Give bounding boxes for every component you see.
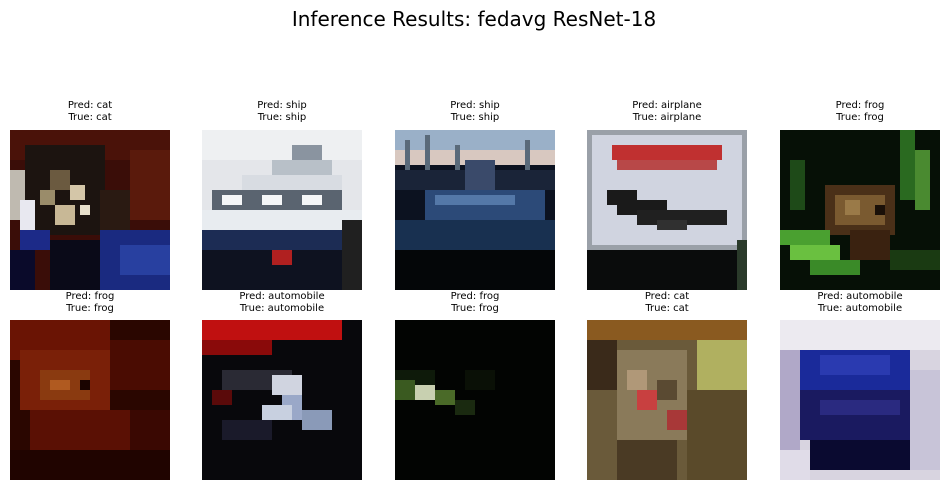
pred-label: Pred: frog xyxy=(835,100,885,111)
sample-caption: Pred: ship True: ship xyxy=(375,100,575,124)
ship-image xyxy=(395,130,555,290)
cat-image xyxy=(587,320,747,480)
true-label: True: airplane xyxy=(632,112,702,123)
pred-label: Pred: frog xyxy=(450,291,500,302)
sample-caption: Pred: cat True: cat xyxy=(567,291,767,315)
true-label: True: ship xyxy=(257,112,307,123)
true-label: True: frog xyxy=(451,303,499,314)
figure-title: Inference Results: fedavg ResNet-18 xyxy=(291,7,657,31)
pred-label: Pred: ship xyxy=(257,100,307,111)
pred-label: Pred: ship xyxy=(450,100,500,111)
cat-image xyxy=(10,130,170,290)
frog-image xyxy=(395,320,555,480)
airplane-image xyxy=(587,130,747,290)
sample-caption: Pred: frog True: frog xyxy=(0,291,190,315)
sample-caption: Pred: ship True: ship xyxy=(182,100,382,124)
sample-caption: Pred: frog True: frog xyxy=(760,100,948,124)
automobile-image xyxy=(202,320,362,480)
true-label: True: frog xyxy=(836,112,884,123)
sample-caption: Pred: cat True: cat xyxy=(0,100,190,124)
pred-label: Pred: automobile xyxy=(817,291,903,302)
sample-caption: Pred: frog True: frog xyxy=(375,291,575,315)
pred-label: Pred: cat xyxy=(67,100,113,111)
automobile-image xyxy=(780,320,940,480)
pred-label: Pred: automobile xyxy=(239,291,325,302)
sample-caption: Pred: airplane True: airplane xyxy=(567,100,767,124)
sample-caption: Pred: automobile True: automobile xyxy=(760,291,948,315)
true-label: True: automobile xyxy=(817,303,903,314)
ship-image xyxy=(202,130,362,290)
frog-image xyxy=(780,130,940,290)
true-label: True: cat xyxy=(645,303,689,314)
frog-image xyxy=(10,320,170,480)
true-label: True: ship xyxy=(450,112,500,123)
pred-label: Pred: cat xyxy=(644,291,690,302)
pred-label: Pred: frog xyxy=(65,291,115,302)
pred-label: Pred: airplane xyxy=(632,100,702,111)
true-label: True: cat xyxy=(68,112,112,123)
true-label: True: frog xyxy=(66,303,114,314)
true-label: True: automobile xyxy=(239,303,325,314)
sample-caption: Pred: automobile True: automobile xyxy=(182,291,382,315)
